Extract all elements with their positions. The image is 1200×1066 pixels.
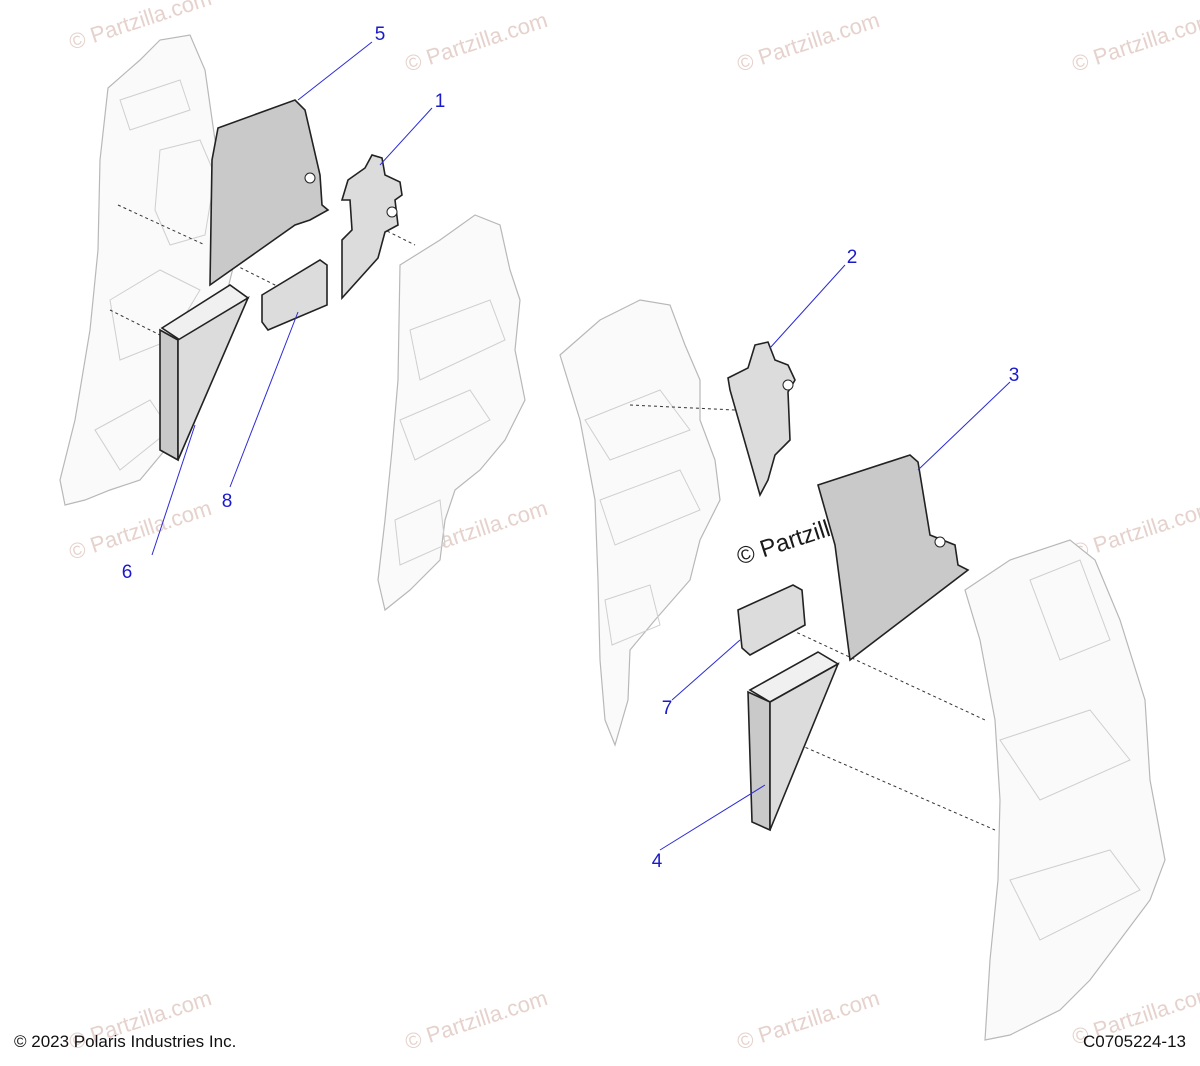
part-3-pad[interactable] — [817, 454, 970, 662]
part-8-pad[interactable] — [261, 259, 328, 331]
callout-8[interactable]: 8 — [222, 491, 233, 512]
callout-4[interactable]: 4 — [652, 851, 663, 872]
part-5-pad[interactable] — [209, 99, 330, 287]
copyright-text: © 2023 Polaris Industries Inc. — [14, 1032, 237, 1051]
callout-6[interactable]: 6 — [122, 562, 133, 583]
part-4-wedge[interactable] — [747, 651, 840, 832]
right-door-frame — [964, 539, 1166, 1041]
part-7-pad[interactable] — [737, 584, 806, 656]
watermark: © Partzilla.com — [1069, 7, 1200, 77]
callout-7[interactable]: 7 — [662, 698, 673, 719]
callout-5[interactable]: 5 — [375, 24, 386, 45]
assembly-lines — [109, 204, 996, 831]
right-inner-panel — [559, 299, 721, 747]
watermark: © Partzilla.com — [402, 985, 551, 1055]
part-6-wedge[interactable] — [159, 284, 250, 462]
callout-1[interactable]: 1 — [435, 91, 446, 112]
leader-lines — [151, 41, 1011, 851]
watermark: © Partzilla.com — [66, 495, 215, 565]
diagram-code: C0705224-13 — [1082, 1032, 1186, 1051]
watermark: © Partzilla.com — [734, 7, 883, 77]
callout-3[interactable]: 3 — [1009, 365, 1020, 386]
callouts: 5 1 2 3 6 8 7 4 — [122, 24, 1020, 872]
part-2-pad[interactable] — [727, 341, 796, 498]
callout-2[interactable]: 2 — [847, 247, 858, 268]
watermark: © Partzilla.com — [402, 7, 551, 77]
watermark: © Partzilla.com — [734, 985, 883, 1055]
left-inner-panel — [377, 214, 526, 612]
part-1-pad[interactable] — [340, 154, 403, 301]
